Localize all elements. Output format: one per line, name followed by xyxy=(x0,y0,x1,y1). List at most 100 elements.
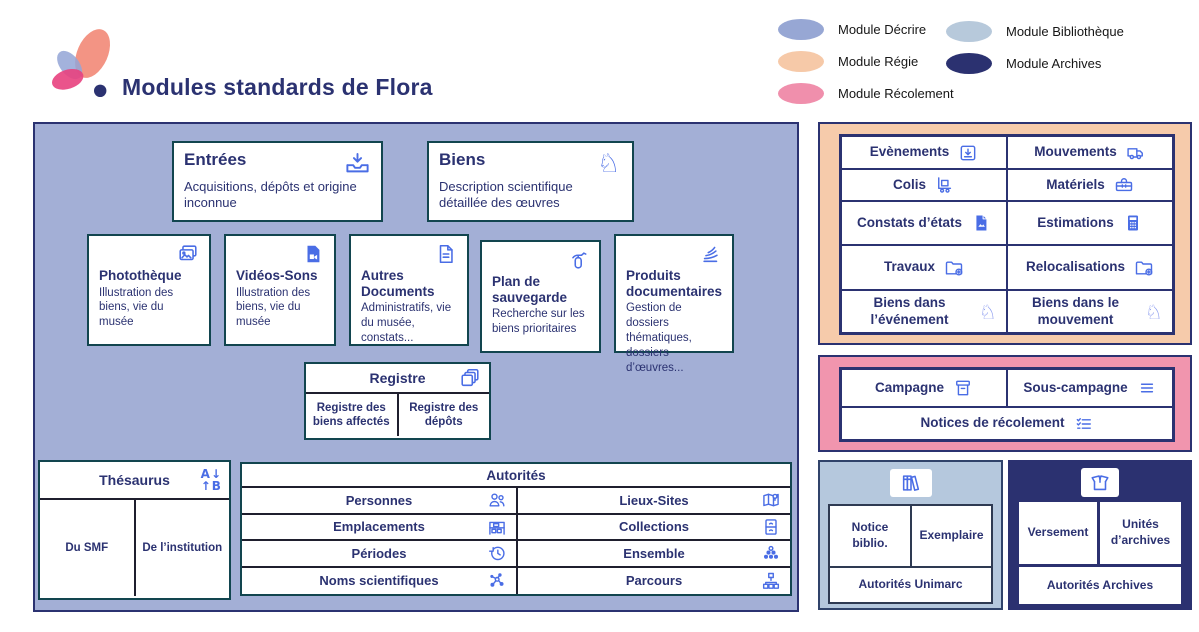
bibliotheque-cell-notice-biblio: Notice biblio. xyxy=(851,520,889,550)
page-title: Modules standards de Flora xyxy=(122,74,433,100)
legend-swatch xyxy=(778,18,824,40)
molecule-icon xyxy=(487,571,507,591)
cell-label: Périodes xyxy=(351,545,407,561)
legend-label: Module Récolement xyxy=(838,85,954,101)
autorites-row: Emplacements Collections xyxy=(242,514,790,541)
autorites-cell-collections: Collections xyxy=(516,514,790,539)
handcart-icon xyxy=(935,175,955,195)
box-icon-row xyxy=(626,243,722,265)
cell-label: Notices de récolement xyxy=(920,415,1065,431)
cell-label: Biens dans le mouvement xyxy=(1031,295,1120,327)
box-description: Recherche sur les biens prioritaires xyxy=(492,308,585,335)
legend-label: Module Décrire xyxy=(838,21,927,37)
cell-label: Personnes xyxy=(345,492,413,508)
legend-swatch xyxy=(946,20,992,42)
cell-label: Emplacements xyxy=(333,519,425,535)
box-icon-row xyxy=(492,249,589,271)
autorites-cell-emplacements: Emplacements xyxy=(242,515,516,540)
box-title: Photothèque xyxy=(99,268,182,283)
autorites-title: Autorités xyxy=(486,467,546,483)
map-pin-icon xyxy=(761,490,781,510)
cell-label: Travaux xyxy=(883,259,936,275)
copy-stack-icon xyxy=(459,367,481,389)
inbox-tray-icon xyxy=(344,150,371,177)
box-title: Autres Documents xyxy=(361,268,435,299)
legend-swatch xyxy=(946,52,992,74)
box-description: Illustration des biens, vie du musée xyxy=(99,286,174,329)
regie-cell-biens-dans-le-mouvement: Biens dans le mouvement♘ xyxy=(1007,290,1173,333)
autorites-unimarc-cell: Autorités Unimarc xyxy=(830,566,991,602)
cell-label: Constats d’états xyxy=(856,214,963,230)
autorites-cell-parcours: Parcours xyxy=(516,567,790,594)
open-box-icon xyxy=(1089,472,1111,494)
box-description: Illustration des biens, vie du musée xyxy=(236,286,311,329)
bibliotheque-table: Notice biblio.Exemplaire Autorités Unima… xyxy=(828,504,993,604)
video-file-icon xyxy=(302,243,324,265)
regie-cell-relocalisations: Relocalisations xyxy=(1007,245,1173,290)
box-description: Gestion de dossiers thématiques, dossier… xyxy=(626,302,692,374)
registre-cell-registre-des-biens-affectes: Registre des biens affectés xyxy=(312,401,390,428)
history-icon xyxy=(487,543,507,563)
module-archives-panel: Versement Unités d’archives Autorités Ar… xyxy=(1008,460,1192,610)
legend-item-module-regie: Module Régie xyxy=(778,45,954,77)
regie-cell-constats-d-etats: Constats d’états xyxy=(841,201,1007,245)
cabinet-icon xyxy=(761,517,781,537)
group-icon xyxy=(761,543,781,563)
regie-cell-evenements: Evènements xyxy=(841,136,1007,169)
cell-label: Relocalisations xyxy=(1025,259,1126,275)
box-title: Produits documentaires xyxy=(626,268,723,299)
regie-cell-estimations: Estimations xyxy=(1007,201,1173,245)
module-box-biens: Biens♘Description scientifique détaillée… xyxy=(427,141,634,222)
regie-cell-biens-dans-l-evenement: Biens dans l’événement ♘ xyxy=(841,290,1007,333)
box-icon-row xyxy=(99,243,199,265)
checklist-icon xyxy=(1074,414,1094,434)
registre-cell-registre-des-depots: Registre des dépôts xyxy=(396,394,490,436)
flora-logo xyxy=(51,29,111,98)
legend-label: Module Régie xyxy=(838,53,919,69)
cell-label: Colis xyxy=(892,176,926,192)
cell-label: Biens dans l’événement xyxy=(870,295,949,327)
knight-icon: ♘ xyxy=(978,299,997,324)
box-description: Description scientifique détaillée des œ… xyxy=(439,179,573,211)
regie-cell-materiels: Matériels xyxy=(1007,169,1173,201)
box-icon-row xyxy=(361,243,457,265)
fire-extinguisher-icon xyxy=(567,249,589,271)
cell-label: Mouvements xyxy=(1034,144,1117,160)
legend-label: Module Bibliothèque xyxy=(1006,23,1124,39)
archive-box-icon xyxy=(953,378,973,398)
legend-item-module-decrire: Module Décrire xyxy=(778,13,954,45)
regie-cell-colis: Colis xyxy=(841,169,1007,201)
toolbox-icon xyxy=(1114,175,1134,195)
regie-cell-travaux: Travaux xyxy=(841,245,1007,290)
autorites-archives-cell: Autorités Archives xyxy=(1019,567,1181,604)
registre-title: Registre xyxy=(369,370,426,386)
box-arrow-icon xyxy=(958,143,978,163)
archives-cell-versement: Versement xyxy=(1019,502,1097,564)
autorites-cell-periodes: Périodes xyxy=(242,541,516,566)
archives-table: Versement Unités d’archives Autorités Ar… xyxy=(1019,502,1181,604)
regie-cell-mouvements: Mouvements xyxy=(1007,136,1173,169)
cell-label: Collections xyxy=(618,519,690,535)
thesaurus-cell-de-l-institution: De l’institution xyxy=(133,500,230,596)
box-header: Biens♘ xyxy=(439,150,622,177)
thesaurus-ab-icon: A↓↑B xyxy=(200,467,221,493)
sitemap-icon xyxy=(761,571,781,591)
thesaurus-cell-du-smf: Du SMF xyxy=(65,541,109,554)
archives-cell-unites-d-archives: Unités d’archives xyxy=(1100,502,1181,564)
legend-item-module-archives: Module Archives xyxy=(946,47,1124,79)
legend-swatch xyxy=(778,82,824,104)
box-icon-row xyxy=(236,243,324,265)
truck-icon xyxy=(1126,143,1146,163)
